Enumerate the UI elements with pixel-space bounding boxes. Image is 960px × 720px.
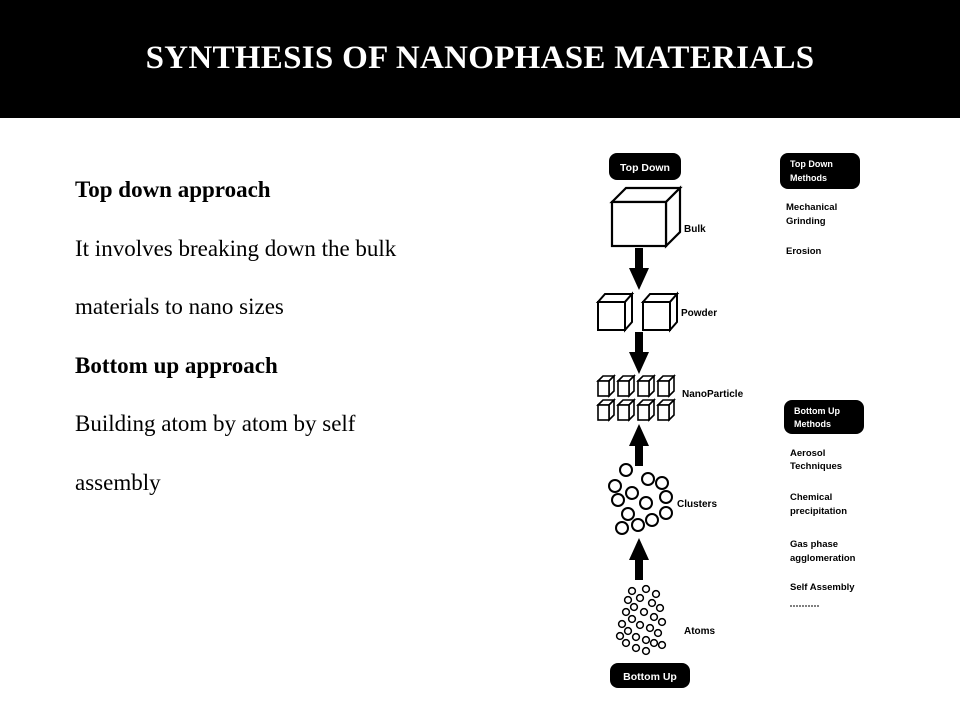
- synthesis-diagram: Top Down Bulk Powder NanoParticle: [595, 153, 864, 688]
- arrow-down-icon: [629, 248, 649, 290]
- atoms-label: Atoms: [684, 626, 716, 637]
- method-item: Gas phase: [790, 539, 838, 550]
- atoms-icon: [615, 584, 667, 656]
- body-text: Top down approach It involves breaking d…: [75, 174, 545, 525]
- bottom-up-description-line2: assembly: [75, 469, 161, 495]
- top-down-description-line2: materials to nano sizes: [75, 294, 284, 319]
- title-bar: SYNTHESIS OF NANOPHASE MATERIALS: [0, 0, 960, 118]
- method-item: Erosion: [786, 246, 822, 257]
- clusters-icon: [608, 463, 673, 535]
- slide-title: SYNTHESIS OF NANOPHASE MATERIALS: [145, 40, 815, 76]
- method-item: Techniques: [790, 461, 842, 472]
- method-item: Aerosol: [790, 448, 825, 459]
- bottom-up-methods-title-line2: Methods: [794, 419, 831, 429]
- bulk-cube-icon: [609, 185, 683, 249]
- bottom-up-methods-box: Bottom Up Methods: [784, 400, 864, 434]
- arrow-down-icon: [629, 332, 649, 374]
- method-item: Grinding: [786, 216, 826, 227]
- top-down-methods-box: Top Down Methods: [780, 153, 860, 189]
- bottom-up-methods-list: Aerosol Techniques Chemical precipitatio…: [790, 448, 856, 593]
- bottom-up-label: Bottom Up: [623, 671, 677, 683]
- top-down-methods-title-line2: Methods: [790, 173, 827, 183]
- powder-label: Powder: [681, 308, 717, 319]
- nanoparticle-label: NanoParticle: [682, 389, 744, 400]
- method-item: precipitation: [790, 506, 847, 517]
- method-item: agglomeration: [790, 553, 856, 564]
- bottom-up-methods-title-line1: Bottom Up: [794, 406, 840, 416]
- bulk-label: Bulk: [684, 224, 706, 235]
- bottom-up-heading: Bottom up approach: [75, 352, 278, 378]
- powder-cubes-icon: [595, 291, 680, 333]
- bottom-up-label-box: Bottom Up: [610, 663, 690, 688]
- top-down-heading: Top down approach: [75, 177, 271, 202]
- top-down-methods-title-line1: Top Down: [790, 159, 833, 169]
- top-down-label: Top Down: [620, 162, 670, 174]
- bottom-up-description-line1: Building atom by atom by self: [75, 411, 356, 436]
- arrow-up-icon: [629, 538, 649, 580]
- arrow-up-icon: [629, 424, 649, 466]
- method-item: Mechanical: [786, 202, 837, 213]
- clusters-label: Clusters: [677, 499, 717, 510]
- method-item: Self Assembly: [790, 582, 855, 593]
- top-down-methods-list: Mechanical Grinding Erosion: [786, 202, 837, 257]
- top-down-description-line1: It involves breaking down the bulk: [75, 235, 397, 261]
- method-item: Chemical: [790, 492, 832, 503]
- top-down-label-box: Top Down: [609, 153, 681, 180]
- nanoparticle-cubes-icon: [597, 375, 675, 421]
